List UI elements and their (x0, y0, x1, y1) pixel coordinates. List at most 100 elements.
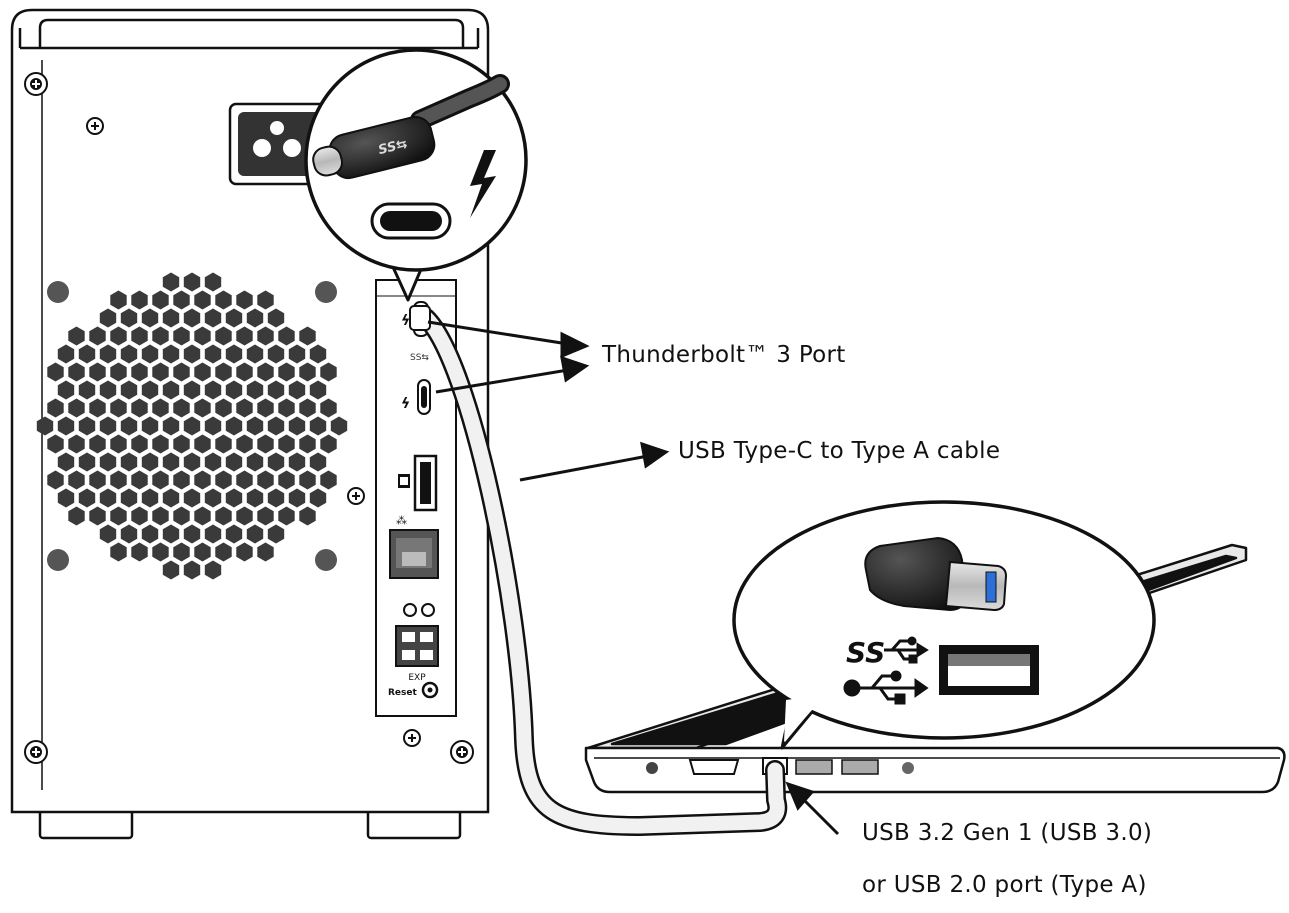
fan-hole (225, 380, 243, 400)
fan-hole (78, 416, 96, 436)
fan-hole (215, 290, 232, 310)
fan-hole (131, 398, 148, 418)
fan-hole (236, 362, 253, 382)
fan-hole (162, 416, 180, 436)
fan-hole (162, 524, 180, 544)
ethernet-port: ⁂ (389, 514, 439, 579)
fan-hole (257, 290, 274, 310)
fan-hole (215, 326, 232, 346)
fan-hole (267, 308, 285, 328)
fan-hole (267, 416, 285, 436)
fan-hole (309, 380, 327, 400)
fan-hole (110, 506, 127, 526)
fan-hole (110, 470, 127, 490)
fan-hole (278, 470, 295, 490)
fan-hole (204, 308, 222, 328)
fan-hole (204, 272, 222, 292)
fan-hole (204, 344, 222, 364)
svg-text:⁂: ⁂ (396, 514, 407, 527)
fan-hole (152, 398, 169, 418)
fan-hole (257, 398, 274, 418)
fan-hole (299, 434, 316, 454)
fan-hole (183, 272, 201, 292)
screw-icon (347, 487, 365, 505)
fan-hole (131, 542, 148, 562)
fan-hole (309, 344, 327, 364)
fan-hole (68, 362, 85, 382)
fan-hole (47, 398, 64, 418)
fan-hole (246, 380, 264, 400)
fan-hole (120, 524, 138, 544)
fan-hole (183, 524, 201, 544)
exp-label: EXP (408, 673, 426, 683)
usb-c-connector-icon: SS⇆ (312, 115, 436, 180)
screw-icon (86, 117, 104, 135)
fan-hole (299, 506, 316, 526)
fan-hole (204, 524, 222, 544)
fan-hole (194, 470, 211, 490)
fan-hole (173, 398, 190, 418)
fan-hole (225, 308, 243, 328)
fan-hole (246, 344, 264, 364)
fan-hole (299, 398, 316, 418)
fan-hole (183, 380, 201, 400)
fan-hole (183, 452, 201, 472)
fan-hole (215, 434, 232, 454)
fan-mount-hole (47, 549, 69, 571)
fan-hole (162, 344, 180, 364)
fan-hole (257, 506, 274, 526)
screw-icon (403, 729, 421, 747)
fan-hole (162, 380, 180, 400)
fan-hole (257, 542, 274, 562)
fan-hole (288, 380, 306, 400)
fan-hole (194, 542, 211, 562)
fan-hole (99, 308, 117, 328)
fan-hole (246, 416, 264, 436)
fan-hole (57, 416, 75, 436)
fan-hole (215, 506, 232, 526)
usb-a-adapter-icon (864, 536, 1008, 612)
fan-hole (204, 560, 222, 580)
fan-hole (299, 362, 316, 382)
fan-hole (225, 452, 243, 472)
fan-hole (299, 326, 316, 346)
fan-hole (236, 470, 253, 490)
fan-hole (36, 416, 54, 436)
fan-hole (236, 542, 253, 562)
fan-hole (120, 344, 138, 364)
fan-hole (236, 506, 253, 526)
fan-hole (183, 416, 201, 436)
fan-hole (68, 434, 85, 454)
fan-hole (215, 398, 232, 418)
fan-hole (194, 506, 211, 526)
fan-hole (110, 326, 127, 346)
fan-hole (194, 290, 211, 310)
fan-hole (288, 452, 306, 472)
fan-hole (267, 344, 285, 364)
fan-hole (57, 380, 75, 400)
fan-hole (78, 344, 96, 364)
fan-hole (309, 452, 327, 472)
fan-hole (141, 452, 159, 472)
fan-hole (89, 506, 106, 526)
fan-hole (68, 506, 85, 526)
fan-hole (173, 506, 190, 526)
thunderbolt-bolt-icon (470, 150, 496, 218)
fan-hole (183, 560, 201, 580)
fan-hole (194, 326, 211, 346)
fan-hole (299, 470, 316, 490)
fan-hole (194, 398, 211, 418)
fan-hole (141, 344, 159, 364)
fan-mount-hole (315, 281, 337, 303)
fan-hole (120, 488, 138, 508)
fan-hole (173, 434, 190, 454)
fan-hole (152, 470, 169, 490)
fan-hole (141, 524, 159, 544)
fan-hole (267, 524, 285, 544)
fan-hole (204, 488, 222, 508)
fan-hole (131, 362, 148, 382)
fan-hole (131, 326, 148, 346)
fan-hole (215, 362, 232, 382)
fan-hole (131, 434, 148, 454)
